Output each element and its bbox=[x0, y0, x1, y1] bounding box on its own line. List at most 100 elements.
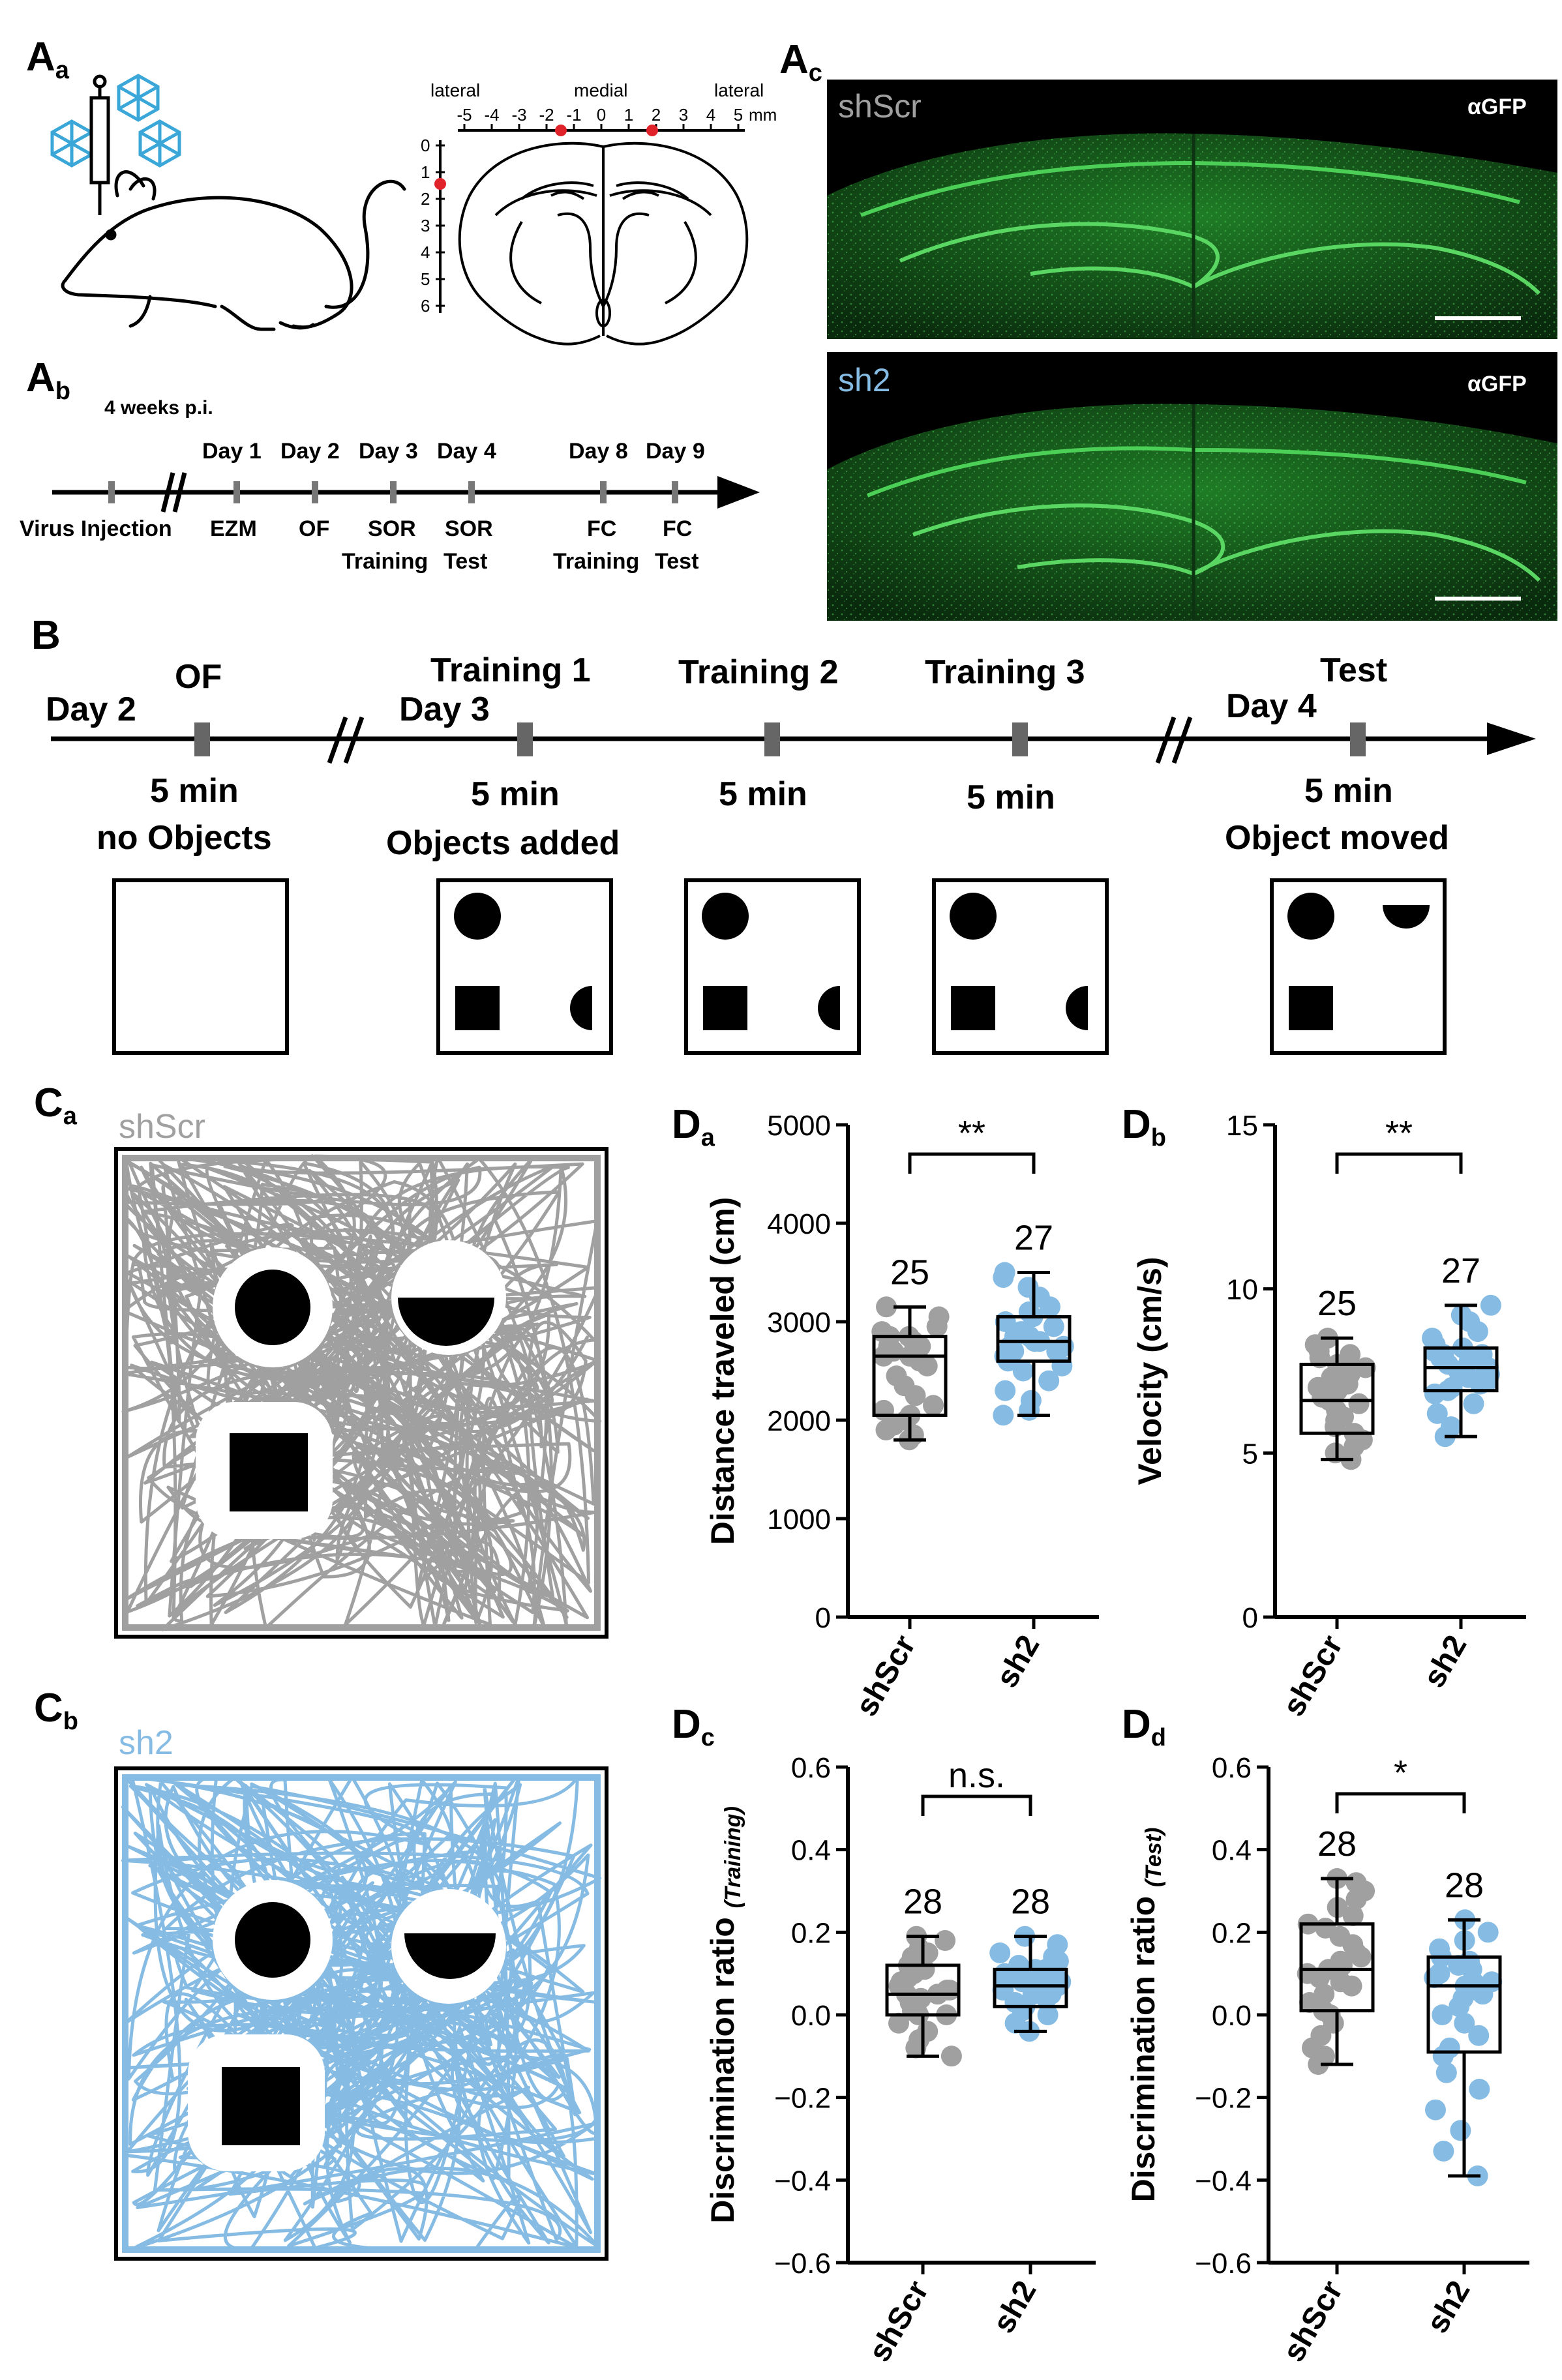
significance-label: * bbox=[1394, 1753, 1407, 1792]
y-tick-label: 0.2 bbox=[791, 1917, 831, 1949]
b-stage-of-duration: 5 min bbox=[150, 772, 239, 810]
y-tick-label: −0.4 bbox=[774, 2165, 831, 2197]
virus-icon bbox=[50, 74, 181, 168]
data-point bbox=[993, 1405, 1014, 1426]
object-circle bbox=[235, 1902, 310, 1978]
data-point bbox=[1480, 1294, 1501, 1316]
y-tick-label: 4000 bbox=[767, 1208, 831, 1240]
data-point bbox=[1037, 2004, 1059, 2025]
data-point bbox=[1012, 1360, 1034, 1382]
ml-tick-label: -5 bbox=[457, 105, 472, 125]
ml-tick-label: -2 bbox=[539, 105, 554, 125]
subevent-training-2: Training bbox=[553, 549, 639, 574]
significance-bracket bbox=[921, 1794, 1032, 1816]
data-point bbox=[1020, 1390, 1042, 1411]
medial-label: medial bbox=[574, 80, 627, 100]
box bbox=[872, 1335, 948, 1417]
y-tick-label: 5000 bbox=[767, 1110, 831, 1142]
n-label: 28 bbox=[1445, 1866, 1484, 1905]
panel-label-cb: Cb bbox=[34, 1686, 78, 1735]
dv-tick-label: 5 bbox=[421, 269, 430, 289]
y-tick-label: 0.6 bbox=[1212, 1752, 1252, 1784]
lateral-left-label: lateral bbox=[430, 80, 480, 100]
data-point bbox=[1432, 2004, 1453, 2025]
y-axis-label: Velocity (cm/s) bbox=[1132, 1257, 1168, 1485]
subevent-test-1: Test bbox=[443, 549, 487, 574]
panel-label-ca: Ca bbox=[34, 1080, 78, 1130]
event-ezm: EZM bbox=[210, 516, 257, 541]
y-tick-label: −0.4 bbox=[1195, 2165, 1252, 2197]
data-point bbox=[1422, 1328, 1443, 1349]
b-stage-test-desc: Object moved bbox=[1225, 819, 1449, 857]
y-tick-label: 0.6 bbox=[791, 1752, 831, 1784]
y-tick-label: −0.6 bbox=[1195, 2248, 1252, 2280]
data-point bbox=[1342, 1905, 1364, 1926]
track-group-label-sh2: sh2 bbox=[119, 1724, 173, 1762]
ml-unit-label: mm bbox=[749, 105, 777, 125]
data-point bbox=[994, 1262, 1015, 1283]
data-point bbox=[1454, 2012, 1475, 2034]
data-point bbox=[1017, 1277, 1039, 1298]
object-square bbox=[951, 986, 995, 1030]
data-point bbox=[1038, 1370, 1060, 1391]
b-stage-test-name: Test bbox=[1320, 651, 1387, 689]
b-stage-training3-duration: 5 min bbox=[967, 779, 1055, 816]
y-axis-label: Discrimination ratio (Test) bbox=[1125, 1828, 1166, 2203]
data-point bbox=[1425, 2099, 1446, 2120]
track-border bbox=[122, 1155, 601, 1631]
chart-dd: Dd−0.6−0.4−0.20.00.20.40.6Discrimination… bbox=[1122, 1702, 1529, 2368]
ml-tick-label: -1 bbox=[566, 105, 581, 125]
object-circle bbox=[1287, 893, 1334, 940]
data-point bbox=[888, 2012, 909, 2034]
event-fc-test: FC bbox=[663, 516, 692, 541]
data-point bbox=[1345, 1872, 1367, 1894]
object-half-circle bbox=[404, 1933, 496, 1979]
b-day2-label: Day 2 bbox=[46, 691, 136, 728]
lateral-right-label: lateral bbox=[714, 80, 764, 100]
b-stage-training1-desc: Objects added bbox=[386, 824, 620, 862]
timeline-days: Day 1 Day 2 Day 3 Day 4 Day 8 Day 9 bbox=[202, 439, 705, 464]
ml-tick-label: -4 bbox=[484, 105, 499, 125]
b-stage-training1-name: Training 1 bbox=[430, 651, 591, 689]
timeline-day-8: Day 8 bbox=[569, 439, 628, 464]
track-arena-shscr bbox=[114, 1147, 608, 1639]
panel-a: Aa lateral medial bbox=[20, 35, 1557, 621]
b-arena-test bbox=[1270, 878, 1447, 1055]
data-point bbox=[940, 2045, 962, 2067]
n-label: 25 bbox=[1317, 1284, 1357, 1323]
data-point bbox=[1043, 1316, 1064, 1337]
y-tick-label: 0 bbox=[815, 1602, 831, 1634]
chart-dc: Dc−0.6−0.4−0.20.00.20.40.6Discrimination… bbox=[672, 1702, 1096, 2368]
box bbox=[996, 1315, 1072, 1363]
data-point bbox=[1435, 2062, 1457, 2083]
ml-tick-label: 1 bbox=[624, 105, 633, 125]
data-point bbox=[873, 1399, 894, 1421]
y-tick-label: 0.0 bbox=[1212, 2000, 1252, 2032]
event-fc-training: FC bbox=[587, 516, 616, 541]
mouse-icon bbox=[61, 170, 406, 331]
x-tick-label: shScr bbox=[862, 2275, 936, 2368]
track-line bbox=[121, 1774, 602, 2252]
track-path-sh2 bbox=[121, 1774, 602, 2253]
box bbox=[885, 1963, 961, 2017]
panel-b: B Day 2 Day 3 Day 4 OF Training 1 Traini… bbox=[31, 613, 1536, 1055]
panel-c: Ca shScr Cb sh2 bbox=[34, 1080, 608, 2261]
y-tick-label: 0 bbox=[1242, 1602, 1258, 1634]
micrograph-top-group-label: shScr bbox=[838, 88, 922, 125]
box bbox=[1299, 1922, 1375, 2013]
timeline-events: Virus Injection EZM OF SOR SOR FC FC Tra… bbox=[20, 516, 698, 574]
ml-tick-label: 0 bbox=[597, 105, 606, 125]
y-axis-label: Distance traveled (cm) bbox=[704, 1197, 741, 1545]
dv-tick-label: 1 bbox=[421, 162, 430, 182]
data-point bbox=[1429, 1963, 1450, 1984]
micrograph-top-stain-label: αGFP bbox=[1467, 95, 1527, 119]
object-half-circle bbox=[818, 986, 840, 1030]
data-point bbox=[1468, 2025, 1490, 2046]
ml-tick-label: 2 bbox=[652, 105, 661, 125]
box bbox=[1426, 1955, 1502, 2054]
data-point bbox=[876, 1296, 897, 1318]
